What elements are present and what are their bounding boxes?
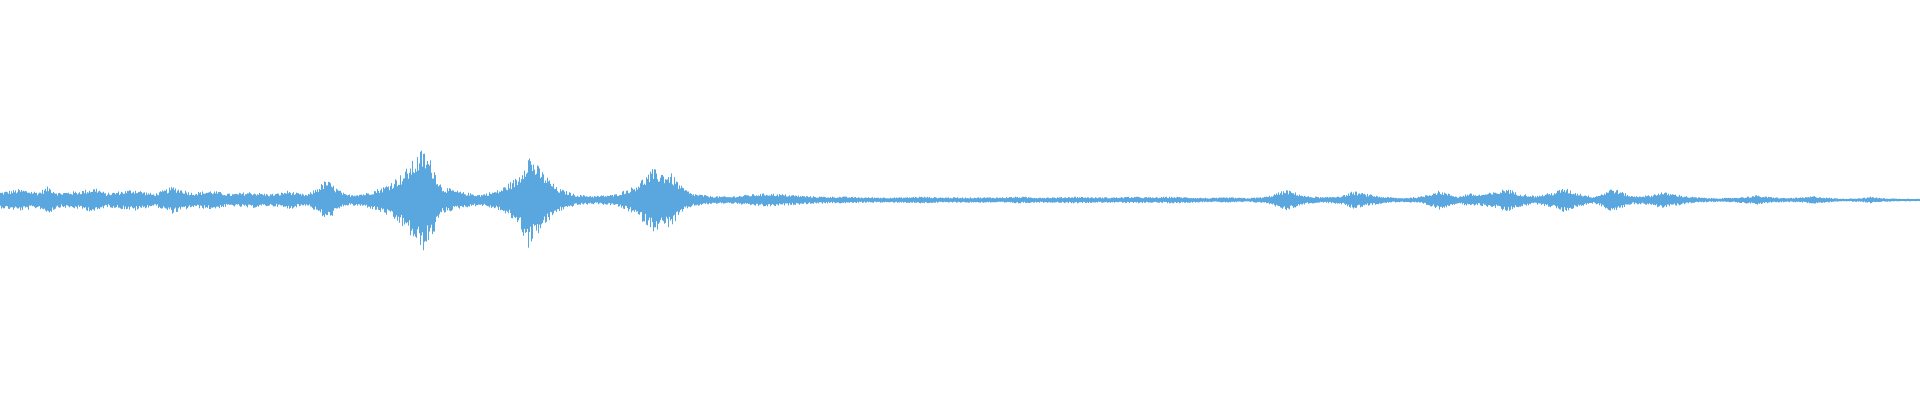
waveform-path (0, 150, 1920, 251)
waveform-trace (0, 150, 1920, 251)
